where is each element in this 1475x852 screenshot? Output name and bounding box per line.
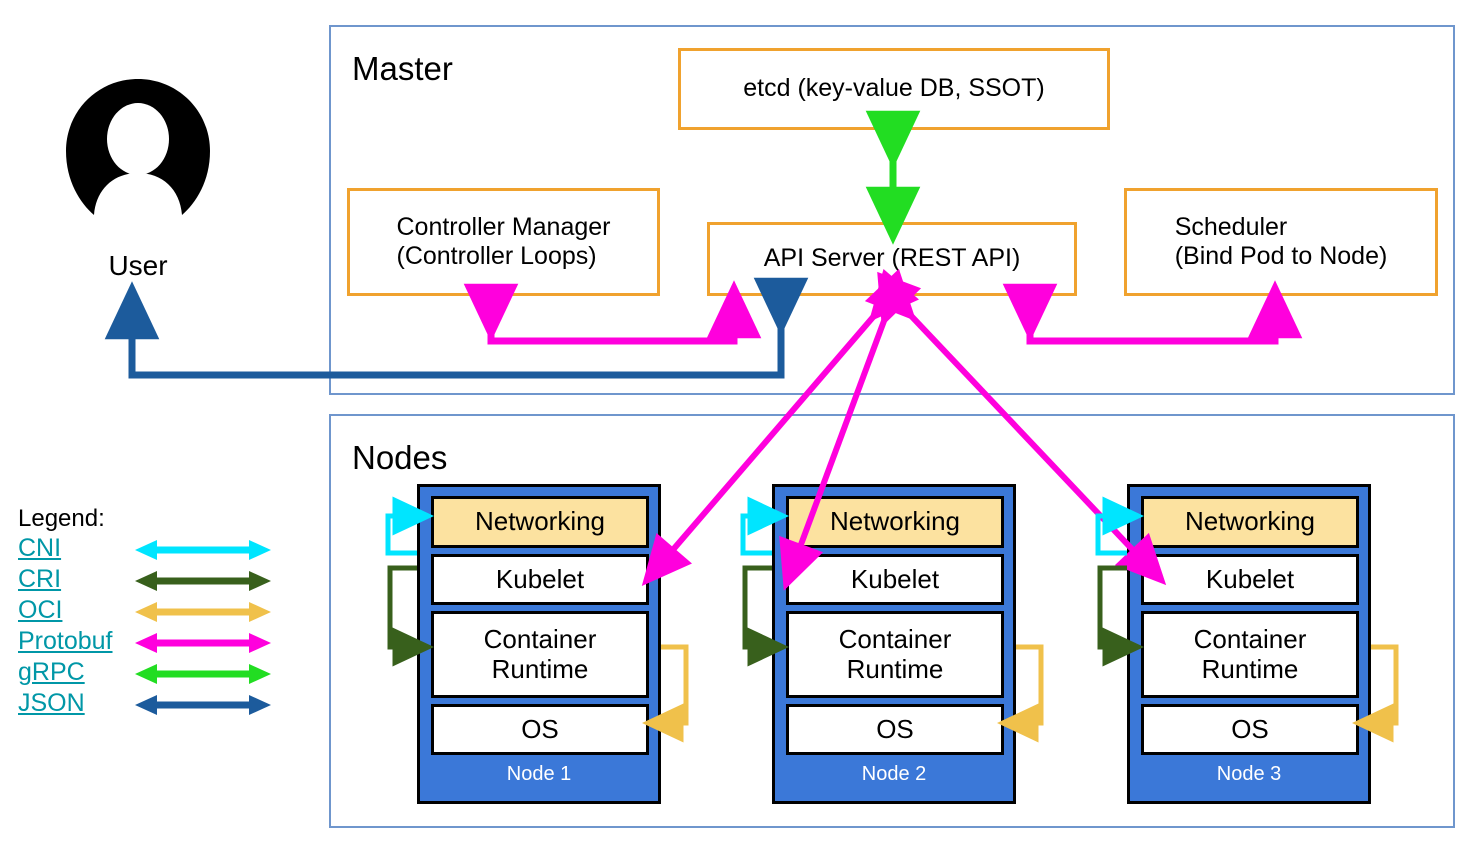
legend-label-cni[interactable]: CNI [18,534,62,562]
legend-label-grpc[interactable]: gRPC [18,658,85,686]
user-label: User [108,250,168,281]
legend-arrow-protobuf [135,633,271,653]
node-1[interactable]: Networking Kubelet Container Runtime OS … [417,484,661,804]
legend-item-cri[interactable]: CRI [18,565,298,597]
node-3-layer-container-runtime[interactable]: Container Runtime [1141,611,1359,698]
node-2[interactable]: Networking Kubelet Container Runtime OS … [772,484,1016,804]
controller-manager-line-1: Controller Manager [396,212,611,241]
connector-apiserver-node2-kubelet-protobuf [779,271,922,591]
legend-item-cni[interactable]: CNI [18,534,298,566]
legend-label-protobuf[interactable]: Protobuf [18,627,113,655]
node-1-kubelet-label: Kubelet [495,563,585,594]
controller-manager-line-2: (Controller Loops) [396,242,597,270]
legend-arrow-cri [135,571,271,591]
node-3-layer-kubelet[interactable]: Kubelet [1141,554,1359,605]
legend-item-grpc[interactable]: gRPC [18,658,298,690]
node-3-networking-label: Networking [1184,506,1316,537]
legend-item-oci[interactable]: OCI [18,596,298,628]
component-api-server-label: API Server (REST API) [763,244,1021,273]
node-3-layer-networking[interactable]: Networking [1141,496,1359,548]
component-etcd[interactable]: etcd (key-value DB, SSOT) [678,48,1110,130]
node-2-name: Node 2 [861,763,927,785]
component-etcd-label: etcd (key-value DB, SSOT) [743,74,1045,103]
node-2-runtime-line-2: Runtime [846,653,944,684]
nodes-group-title: Nodes [352,439,448,476]
legend-title: Legend: [18,505,105,532]
scheduler-line-2: (Bind Pod to Node) [1174,242,1388,270]
connector-node2-oci [996,644,1044,743]
scheduler-line-1: Scheduler [1174,212,1288,241]
legend-item-json[interactable]: JSON [18,689,298,721]
node-3-runtime-line-1: Container [1193,624,1307,655]
legend-arrow-grpc [135,664,271,684]
legend-arrow-oci [135,602,271,622]
node-1-layer-container-runtime[interactable]: Container Runtime [431,611,649,698]
connector-node1-cri [387,565,435,667]
node-1-name: Node 1 [506,763,572,785]
node-1-layer-os[interactable]: OS [431,704,649,755]
node-2-os-label: OS [876,713,914,744]
connector-node1-oci [641,644,689,743]
node-1-container-runtime-label: Container Runtime [484,625,597,683]
legend: Legend: CNI CRI OCI [18,505,298,721]
node-3-runtime-line-2: Runtime [1201,653,1299,684]
component-controller-manager-label: Controller Manager (Controller Loops) [397,213,611,272]
connector-node1-cni [385,496,435,556]
connector-node3-cri [1097,565,1145,667]
connector-node2-cri [742,565,790,667]
user-avatar-icon [66,79,210,215]
node-3-name: Node 3 [1216,763,1282,785]
node-1-runtime-line-1: Container [483,624,597,655]
legend-label-json[interactable]: JSON [18,689,85,717]
legend-arrow-json [135,695,271,715]
legend-item-protobuf[interactable]: Protobuf [18,627,298,659]
node-1-layer-networking[interactable]: Networking [431,496,649,548]
node-1-os-label: OS [521,713,559,744]
legend-label-oci[interactable]: OCI [18,596,63,624]
component-scheduler[interactable]: Scheduler (Bind Pod to Node) [1124,188,1438,296]
node-1-layer-kubelet[interactable]: Kubelet [431,554,649,605]
connector-node3-oci [1351,644,1399,743]
node-3-container-runtime-label: Container Runtime [1194,625,1307,683]
master-group-title: Master [352,50,453,87]
component-controller-manager[interactable]: Controller Manager (Controller Loops) [347,188,660,296]
legend-arrow-cni [135,540,271,560]
legend-label-cri[interactable]: CRI [18,565,62,593]
node-2-layer-container-runtime[interactable]: Container Runtime [786,611,1004,698]
component-scheduler-label: Scheduler (Bind Pod to Node) [1175,213,1388,272]
connector-controllermanager-apiserver-protobuf [463,280,762,345]
node-2-container-runtime-label: Container Runtime [839,625,952,683]
connector-node3-cni [1095,496,1145,556]
connector-node2-cni [740,496,790,556]
node-1-networking-label: Networking [474,506,606,537]
node-3-kubelet-label: Kubelet [1205,563,1295,594]
connector-scheduler-apiserver-protobuf [1002,280,1303,345]
node-3-os-label: OS [1231,713,1269,744]
node-1-runtime-line-2: Runtime [491,653,589,684]
node-2-runtime-line-1: Container [838,624,952,655]
